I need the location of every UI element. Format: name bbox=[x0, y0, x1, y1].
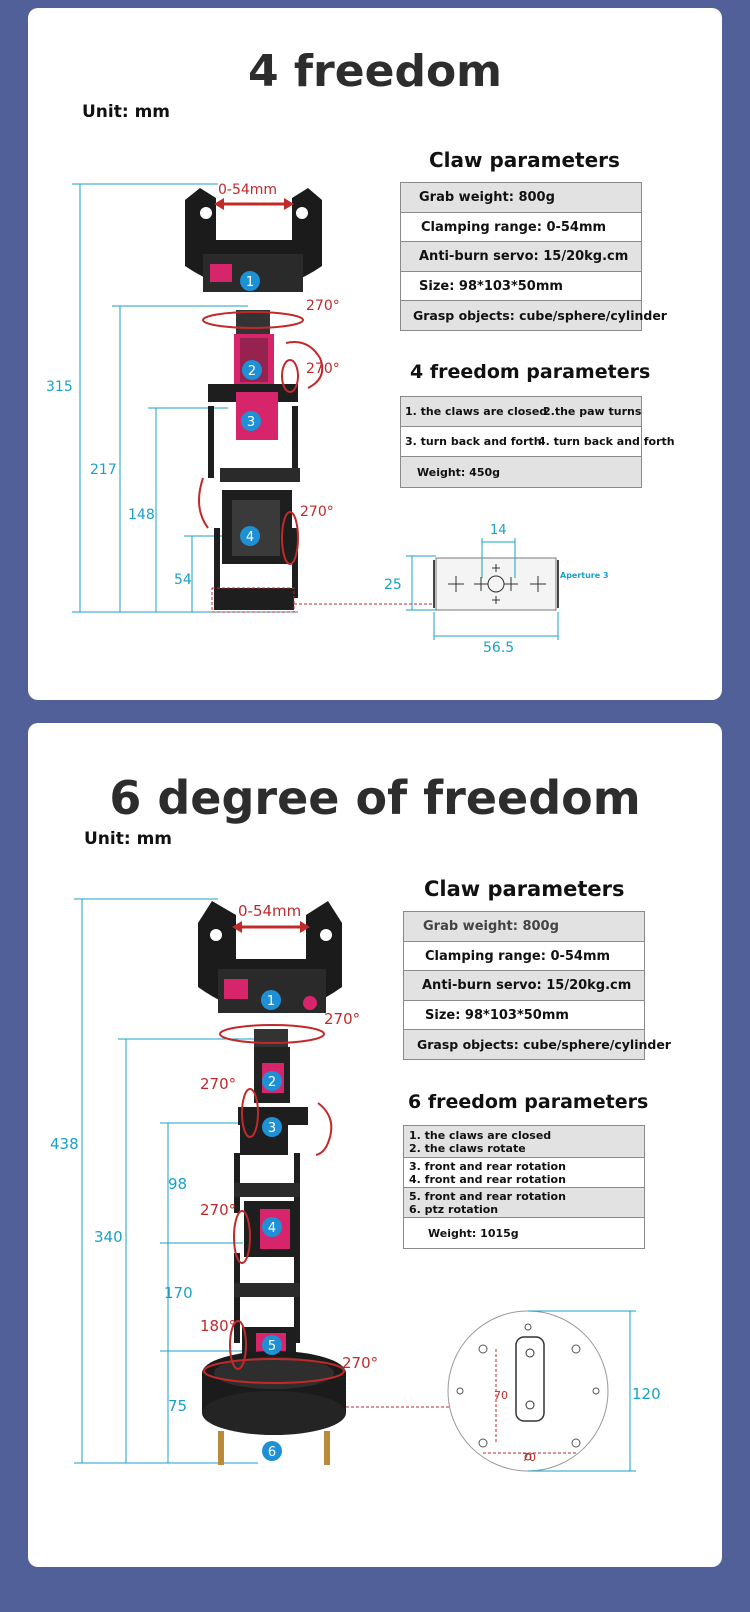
servo-badge: 1 bbox=[240, 271, 260, 291]
svg-text:4: 4 bbox=[246, 530, 254, 545]
svg-text:4: 4 bbox=[268, 1221, 276, 1236]
svg-text:6: 6 bbox=[268, 1445, 276, 1460]
claw-range-label: 0-54mm bbox=[238, 902, 301, 920]
rotation-label: 180° bbox=[200, 1317, 236, 1335]
arm-body bbox=[208, 310, 300, 610]
servo-badge: 5 bbox=[262, 1335, 282, 1355]
weight-row: Weight: 1015g bbox=[428, 1226, 519, 1240]
rotation-arrow bbox=[241, 1088, 259, 1138]
servo-badge: 4 bbox=[262, 1217, 282, 1237]
four-freedom-diagram: 315 217 148 54 0-54mm bbox=[46, 182, 609, 656]
claw-param-row: Grab weight: 800g bbox=[404, 912, 644, 942]
rotation-arrow bbox=[281, 359, 299, 393]
dim-75: 75 bbox=[168, 1397, 187, 1415]
weight-row: Weight: 450g bbox=[401, 457, 641, 487]
rotation-arrow bbox=[281, 511, 299, 565]
servo-badge: 3 bbox=[241, 411, 261, 431]
claw-param-row: Grasp objects: cube/sphere/cylinder bbox=[404, 1030, 671, 1059]
servo-badge: 1 bbox=[261, 990, 281, 1010]
dim-340: 340 bbox=[94, 1228, 123, 1246]
freedom-param-row: 1. the claws are closed 2.the paw turns bbox=[401, 397, 641, 427]
servo-badge: 2 bbox=[262, 1071, 282, 1091]
base-plate-drawing bbox=[447, 1310, 609, 1472]
rotation-label: 270° bbox=[306, 298, 340, 314]
claw-range-label: 0-54mm bbox=[218, 182, 277, 198]
claw-parameters-table: Grab weight: 800g Clamping range: 0-54mm… bbox=[403, 911, 671, 1060]
claw-parameters-table: Grab weight: 800g Clamping range: 0-54mm… bbox=[400, 182, 667, 331]
freedom-param-row: 5. front and rear rotation 6. ptz rotati… bbox=[404, 1188, 644, 1218]
dim-438: 438 bbox=[50, 1135, 79, 1153]
dim-217: 217 bbox=[90, 462, 117, 478]
base-hole-width-label: 70 bbox=[522, 1451, 536, 1464]
base-diameter-label: 120 bbox=[632, 1385, 661, 1403]
claw-parameters-heading: Claw parameters bbox=[429, 148, 620, 172]
plate-hole-spacing-label: 14 bbox=[490, 523, 507, 538]
servo-badge: 4 bbox=[240, 526, 260, 546]
svg-text:5: 5 bbox=[268, 1339, 276, 1354]
unit-label: Unit: mm bbox=[84, 829, 173, 849]
base-hole-height-label: 70 bbox=[494, 1389, 508, 1402]
dim-148: 148 bbox=[128, 507, 155, 523]
dim-54: 54 bbox=[174, 572, 192, 588]
servo-badge: 6 bbox=[262, 1441, 282, 1461]
freedom-parameters-heading: 6 freedom parameters bbox=[408, 1091, 649, 1113]
six-freedom-panel: 6 degree of freedom Unit: mm Claw parame… bbox=[28, 723, 722, 1567]
aperture-label: Aperture 3 bbox=[560, 571, 609, 580]
rotation-arrow bbox=[203, 1358, 345, 1384]
freedom-parameters-table: 1. the claws are closed 2. the claws rot… bbox=[403, 1125, 645, 1249]
svg-text:2: 2 bbox=[248, 364, 256, 379]
svg-text:3: 3 bbox=[247, 415, 255, 430]
claw-param-row: Size: 98*103*50mm bbox=[401, 272, 641, 301]
claw-param-row: Clamping range: 0-54mm bbox=[404, 942, 644, 971]
servo-badge: 2 bbox=[242, 360, 262, 380]
arm-body bbox=[202, 1029, 346, 1465]
rotation-arrow bbox=[233, 1210, 251, 1264]
claw-param-row: Grasp objects: cube/sphere/cylinder bbox=[401, 301, 667, 330]
section-title: 4 freedom bbox=[247, 46, 503, 97]
rotation-label: 270° bbox=[200, 1201, 236, 1219]
dim-315: 315 bbox=[46, 379, 73, 395]
freedom-param-row: 3. front and rear rotation 4. front and … bbox=[404, 1158, 644, 1188]
claw-param-row: Anti-burn servo: 15/20kg.cm bbox=[404, 971, 644, 1001]
rotation-label: 270° bbox=[342, 1354, 378, 1372]
freedom-parameters-heading: 4 freedom parameters bbox=[410, 361, 651, 383]
rotation-arrow bbox=[219, 1024, 325, 1044]
svg-text:1: 1 bbox=[246, 275, 254, 290]
servo-badge: 3 bbox=[262, 1117, 282, 1137]
dim-98: 98 bbox=[168, 1175, 187, 1193]
plate-height-label: 25 bbox=[384, 577, 402, 593]
section-title: 6 degree of freedom bbox=[109, 771, 641, 825]
plate-width-label: 56.5 bbox=[483, 640, 514, 656]
rotation-arrow bbox=[229, 1320, 247, 1370]
rotation-label: 270° bbox=[306, 361, 340, 377]
rotation-label: 270° bbox=[300, 504, 334, 520]
claw-param-row: Grab weight: 800g bbox=[401, 183, 641, 213]
claw-param-row: Clamping range: 0-54mm bbox=[401, 213, 641, 242]
freedom-param-row: 3. turn back and forth 4. turn back and … bbox=[401, 427, 675, 457]
svg-text:1: 1 bbox=[267, 994, 275, 1009]
claw-param-row: Anti-burn servo: 15/20kg.cm bbox=[401, 242, 641, 272]
dim-170: 170 bbox=[164, 1284, 193, 1302]
claw-parameters-heading: Claw parameters bbox=[424, 877, 625, 901]
rotation-arrow bbox=[202, 311, 304, 329]
svg-text:2: 2 bbox=[268, 1075, 276, 1090]
rotation-label: 270° bbox=[324, 1010, 360, 1028]
mounting-plate-drawing bbox=[433, 557, 559, 611]
svg-text:3: 3 bbox=[268, 1121, 276, 1136]
claw-param-row: Size: 98*103*50mm bbox=[404, 1001, 644, 1030]
six-freedom-diagram: 438 340 98 170 75 0-54mm bbox=[50, 898, 661, 1472]
rotation-label: 270° bbox=[200, 1075, 236, 1093]
freedom-parameters-table: 1. the claws are closed 2.the paw turns … bbox=[400, 396, 675, 488]
freedom-param-row: 1. the claws are closed 2. the claws rot… bbox=[404, 1126, 644, 1158]
four-freedom-panel: 4 freedom Unit: mm Claw parameters Grab … bbox=[28, 8, 722, 700]
unit-label: Unit: mm bbox=[82, 102, 171, 122]
